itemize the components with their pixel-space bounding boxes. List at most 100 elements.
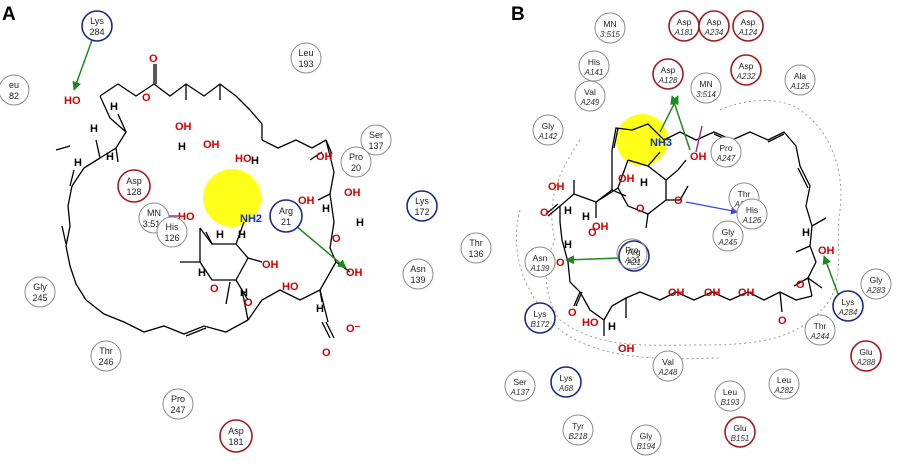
atom-label: HO	[582, 317, 599, 329]
residue-ring	[618, 240, 650, 272]
atom-label: O	[244, 297, 253, 309]
residue-name: Pro	[349, 152, 363, 162]
residue-disc: Ser 137	[360, 124, 392, 156]
ligand-highlight	[616, 114, 668, 166]
residue-disc: Leu 193	[290, 42, 322, 74]
residue-name: eu	[9, 80, 19, 90]
residue-ring	[616, 238, 648, 270]
atom-label: H	[240, 287, 248, 299]
residue-ring	[524, 302, 556, 334]
residue-name: Val	[584, 87, 596, 97]
residue-chain-number: A181	[674, 28, 694, 37]
residue-name: Leu	[777, 375, 791, 385]
residue-number: 3:514	[143, 219, 166, 229]
atom-label: OH	[690, 151, 707, 163]
residue-chain-number: B218	[569, 432, 588, 441]
atom-label: H	[356, 217, 364, 229]
atom-label: O	[778, 315, 787, 327]
atom-label: H	[216, 229, 224, 241]
residue-name: Arg	[627, 247, 641, 257]
residue-chain-number: A249	[580, 98, 600, 107]
ligand-skeleton-a	[55, 64, 351, 339]
residue-disc: Lys 172	[406, 190, 438, 222]
hbond-arrow	[72, 39, 93, 91]
atom-label: OH	[618, 173, 635, 185]
residue-chain-number: A244	[810, 332, 830, 341]
residue-ring	[804, 314, 836, 346]
atom-label: H	[238, 229, 246, 241]
atom-label: O⁻	[346, 323, 361, 335]
residue-disc: Lys 284	[81, 10, 113, 42]
residue-chain-number: A125	[790, 82, 810, 91]
atom-label: O	[142, 92, 151, 104]
residue-chain-number: B193	[721, 398, 740, 407]
atom-label: OH	[668, 287, 685, 299]
residue-chain-number: A126	[742, 216, 762, 225]
residue-name: Asp	[126, 176, 142, 186]
residue-name: His	[746, 205, 758, 215]
residue-chain-number: A124	[738, 28, 758, 37]
metal-coordination-line	[695, 125, 703, 153]
residue-name: Lys	[534, 309, 547, 319]
residue-chain-number: A288	[856, 358, 876, 367]
panel-b: NH3 OH OH H O O OH O H H OH HO H O HO H …	[504, 10, 892, 456]
residue-disc: Pro 247	[162, 388, 194, 420]
residue-ring	[850, 340, 882, 372]
residue-chain-number: 3:515	[600, 30, 621, 39]
residue-chain-number: A282	[774, 386, 794, 395]
atom-label: OH	[175, 121, 192, 133]
residue-ring	[714, 380, 746, 412]
residue-ring	[860, 268, 892, 300]
atom-label: OH	[344, 187, 361, 199]
residue-ring	[630, 424, 662, 456]
residue-chain-number: A139	[530, 264, 550, 273]
residue-ring	[698, 10, 730, 42]
residue-name: Leu	[298, 48, 313, 58]
atom-label: O	[322, 347, 331, 359]
atom-label: OH	[548, 181, 565, 193]
residue-disc: Thr 246	[90, 340, 122, 372]
residue-name: Gly	[640, 431, 654, 441]
hbond-arrow	[295, 225, 347, 269]
residue-ring	[594, 12, 626, 44]
atom-label: O	[796, 279, 805, 291]
residue-ring	[562, 414, 594, 446]
residue-disc: Gly 245	[24, 276, 56, 308]
atom-label: OH	[298, 195, 315, 207]
atom-label: O	[332, 233, 341, 245]
atom-label: OH	[704, 287, 721, 299]
atom-label: O	[636, 203, 645, 215]
residue-name: Leu	[723, 387, 737, 397]
residue-number: 247	[170, 405, 185, 415]
residue-ring	[768, 368, 800, 400]
residue-name: Asp	[228, 426, 244, 436]
atom-label: H	[564, 239, 572, 251]
residue-name: Tyr	[572, 421, 584, 431]
residue-ring	[532, 114, 564, 146]
residue-number: 126	[164, 233, 179, 243]
residue-name: Pro	[719, 143, 733, 153]
residue-name: Gly	[33, 282, 47, 292]
residue-ring	[574, 80, 606, 112]
residue-ring	[550, 366, 582, 398]
residue-name: MN	[699, 79, 712, 89]
residue-number: 181	[228, 437, 243, 447]
atom-label: OH	[316, 151, 333, 163]
hbond-arrow	[659, 95, 679, 133]
residue-disc: MN3:515	[594, 12, 626, 44]
residue-name: Gly	[870, 275, 884, 285]
residue-chain-number: B151	[731, 434, 750, 443]
atom-label: H	[178, 141, 186, 153]
